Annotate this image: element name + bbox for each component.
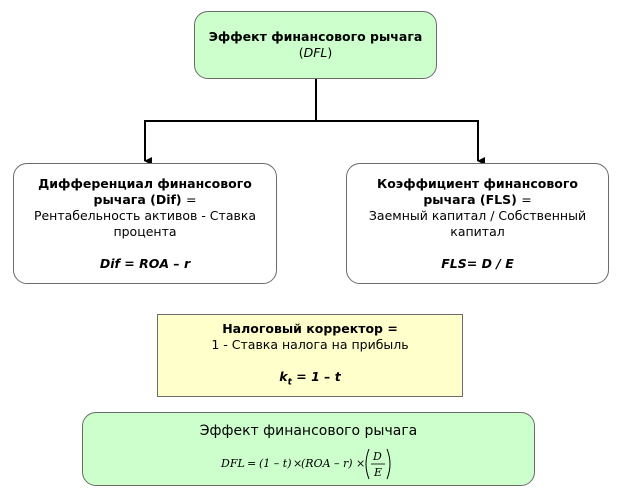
dif-title-1: Дифференциал финансового (38, 176, 252, 191)
dif-desc-1: Рентабельность активов - Ставка (33, 208, 257, 223)
fls-box: Коэффициент финансового рычага (FLS) = З… (346, 163, 609, 284)
fls-desc-2: капитал (450, 224, 505, 239)
dfl-title: Эффект финансового рычага (208, 29, 423, 44)
formula-times-2: × (356, 457, 365, 470)
summary-title: Эффект финансового рычага (199, 423, 418, 439)
dif-formula: Dif = ROA – r (99, 256, 191, 271)
dfl-box: Эффект финансового рычага (DFL) (194, 11, 437, 79)
formula-times-1: × (293, 457, 302, 470)
fls-formula: FLS= D / E (441, 256, 514, 271)
formula-dfl: DFL (220, 457, 245, 470)
dif-title-2: рычага (Dif) = (93, 192, 197, 207)
fls-title-1: Коэффициент финансового (377, 176, 578, 191)
tax-title: Налоговый корректор = (222, 321, 398, 336)
formula-den: E (373, 466, 382, 479)
dfl-formula: DFL = (1 – t) × (ROA – r) × D E (83, 446, 534, 486)
dif-box: Дифференциал финансового рычага (Dif) = … (13, 163, 277, 284)
formula-num: D (372, 450, 382, 463)
dfl-formula-svg: DFL = (1 – t) × (ROA – r) × D E (220, 448, 390, 480)
fls-title-2: рычага (FLS) = (423, 192, 532, 207)
tax-corrector-box: Налоговый корректор = 1 - Ставка налога … (157, 314, 463, 397)
fls-desc-1: Заемный капитал / Собственный (368, 208, 587, 223)
tax-formula: kt = 1 – t (279, 369, 341, 388)
dif-desc-2: процента (113, 224, 177, 239)
formula-part1: (1 – t) (259, 457, 292, 470)
formula-eq: = (247, 457, 256, 470)
tax-desc: 1 - Ставка налога на прибыль (211, 337, 409, 352)
dfl-abbrev: (DFL) (298, 45, 333, 60)
dfl-summary-box: Эффект финансового рычага DFL = (1 – t) … (82, 412, 535, 486)
formula-part2: (ROA – r) (301, 457, 353, 470)
